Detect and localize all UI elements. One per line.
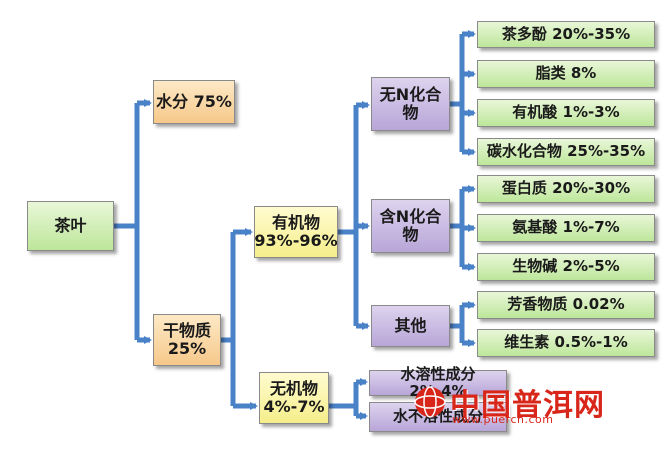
- node-lipid: 脂类 8%: [477, 60, 655, 88]
- node-other: 其他: [371, 305, 450, 347]
- node-vitamin: 维生素 0.5%-1%: [477, 329, 655, 357]
- node-tea: 茶叶: [27, 201, 114, 251]
- node-organic: 有机物 93%-96%: [254, 206, 338, 258]
- node-protein: 蛋白质 20%-30%: [477, 175, 655, 203]
- globe-logo-icon: [414, 386, 446, 418]
- node-carbohydrate: 碳水化合物 25%-35%: [477, 138, 655, 166]
- node-with-nitrogen: 含N化合 物: [371, 199, 450, 253]
- node-dry-matter: 干物质 25%: [153, 314, 221, 366]
- watermark-text: 中国普洱网: [450, 388, 605, 423]
- node-amino-acid: 氨基酸 1%-7%: [477, 214, 655, 242]
- watermark-url: www.puercn.com: [452, 413, 554, 426]
- node-alkaloid: 生物碱 2%-5%: [477, 253, 655, 281]
- node-inorganic: 无机物 4%-7%: [259, 372, 329, 424]
- node-aroma: 芳香物质 0.02%: [477, 291, 655, 319]
- node-tea-polyphenol: 茶多酚 20%-35%: [477, 21, 655, 48]
- node-water: 水分 75%: [153, 80, 235, 124]
- node-organic-acid: 有机酸 1%-3%: [477, 99, 655, 127]
- node-non-nitrogen: 无N化合 物: [371, 77, 450, 131]
